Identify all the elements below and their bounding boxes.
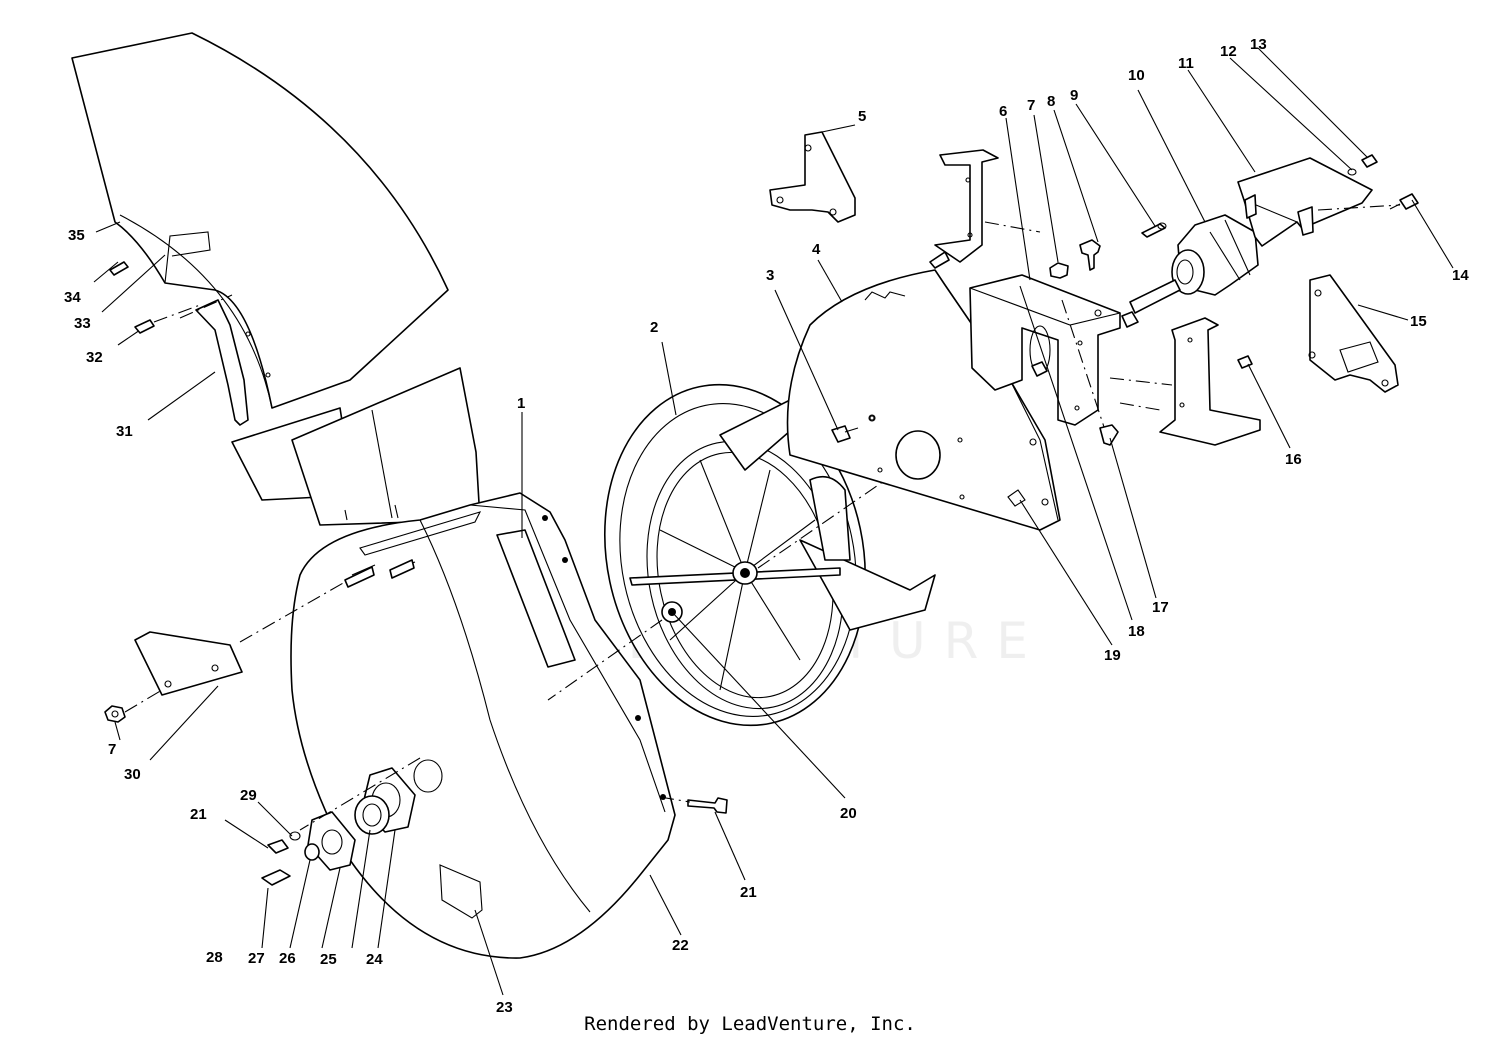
callout-7-right: 7	[1027, 97, 1036, 114]
motor-cover-plate-part	[1237, 157, 1401, 247]
callout-25: 25	[320, 951, 337, 968]
callout-21-left: 21	[190, 806, 207, 823]
callout-34: 34	[64, 289, 81, 306]
callout-2: 2	[650, 319, 659, 336]
callout-13: 13	[1250, 36, 1267, 53]
callout-20: 20	[840, 805, 857, 822]
blower-housing-part	[290, 492, 676, 959]
callout-31: 31	[116, 423, 133, 440]
callout-19: 19	[1104, 647, 1121, 664]
callout-15: 15	[1410, 313, 1427, 330]
callout-32: 32	[86, 349, 103, 366]
callout-leader-lines	[93, 47, 1454, 996]
callout-7-left: 7	[108, 741, 117, 758]
callout-21-right: 21	[740, 884, 757, 901]
callout-12: 12	[1220, 43, 1237, 60]
bolt-part-housing	[659, 796, 728, 814]
callout-14: 14	[1452, 267, 1469, 284]
callout-28: 28	[206, 949, 223, 966]
callout-3: 3	[766, 267, 775, 284]
callout-24: 24	[366, 951, 383, 968]
callout-27: 27	[248, 950, 265, 967]
callout-30: 30	[124, 766, 141, 783]
chute-pin-parts	[109, 261, 233, 334]
callout-23: 23	[496, 999, 513, 1016]
callout-29: 29	[240, 787, 257, 804]
chute-adapter-part	[231, 367, 481, 526]
mounting-bracket-part-5	[769, 131, 856, 223]
small-hardware-parts	[1031, 222, 1167, 446]
callout-18: 18	[1128, 623, 1145, 640]
motor-support-bracket	[934, 149, 1041, 263]
callout-22: 22	[672, 937, 689, 954]
callout-8: 8	[1047, 93, 1056, 110]
callout-1: 1	[517, 395, 526, 412]
bearing-assembly-parts	[261, 757, 443, 886]
mounting-bracket-part-15	[1308, 274, 1399, 393]
callout-33: 33	[74, 315, 91, 332]
callout-35: 35	[68, 227, 85, 244]
bolt-part-backplate	[831, 414, 876, 443]
nut-part-left	[104, 689, 163, 723]
callout-5: 5	[858, 108, 867, 125]
callout-6: 6	[999, 103, 1008, 120]
discharge-chute-part	[71, 32, 449, 409]
motor-part	[1121, 214, 1259, 328]
callout-16: 16	[1285, 451, 1302, 468]
deflector-plate-part	[134, 581, 346, 696]
callout-26: 26	[279, 950, 296, 967]
callout-4: 4	[812, 241, 821, 258]
callout-17: 17	[1152, 599, 1169, 616]
lower-support-bracket	[1109, 317, 1261, 446]
callout-9: 9	[1070, 87, 1079, 104]
chute-bracket-part	[195, 299, 271, 426]
callout-10: 10	[1128, 67, 1145, 84]
cover-bolt-parts	[1347, 154, 1419, 210]
footer-credit: Rendered by LeadVenture, Inc.	[584, 1013, 916, 1035]
callout-11: 11	[1178, 55, 1194, 72]
